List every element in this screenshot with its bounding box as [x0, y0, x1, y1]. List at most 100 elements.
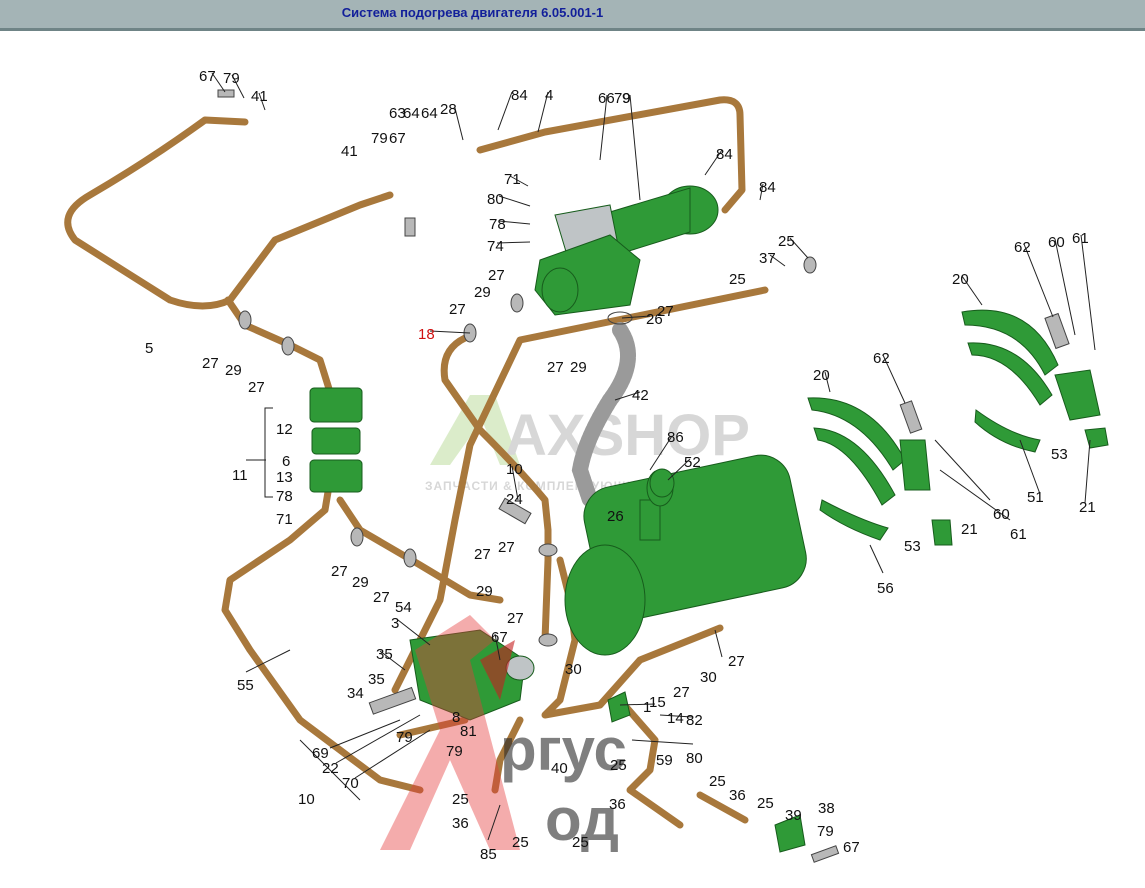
callout-label: 29	[225, 362, 242, 379]
leader-line	[487, 804, 501, 841]
clamp-20-right	[961, 309, 1109, 453]
callout-label: 37	[759, 250, 776, 267]
callout-label: 10	[506, 461, 523, 478]
callout-label: 27	[657, 303, 674, 320]
group-brackets	[264, 407, 361, 801]
leader-line	[759, 183, 764, 201]
diagram-canvas: AXSHOP ЗАПЧАСТИ & КОМПЛЕКТУЮЩИЕ	[0, 31, 1145, 884]
corrugated-hose-42	[571, 322, 636, 508]
callout-label: 67	[491, 629, 508, 646]
leader-line	[614, 391, 641, 401]
callout-label: 27	[331, 563, 348, 580]
hardware	[217, 89, 1070, 863]
callout-label: 18	[418, 326, 435, 343]
leader-line	[509, 175, 529, 187]
leader-line	[379, 650, 406, 671]
callout-label: 27	[449, 301, 466, 318]
callout-label: 11	[232, 467, 248, 484]
pipe-36	[696, 791, 749, 824]
parts-diagram: AXSHOP ЗАПЧАСТИ & КОМПЛЕКТУЮЩИЕ	[64, 68, 1109, 863]
callout-label: 20	[952, 271, 969, 288]
leader-line	[231, 74, 245, 99]
pipe-59	[616, 696, 684, 829]
callout-label: 60	[1048, 234, 1065, 251]
pipe-10-line	[396, 716, 469, 739]
callout-label: 27	[507, 610, 524, 627]
callout-label: 79	[614, 90, 631, 107]
callout-label: 1	[643, 699, 651, 716]
callout-label: 25	[610, 757, 627, 774]
title-bar: Система подогрева двигателя 6.05.001-1	[0, 0, 1145, 31]
window-title: Система подогрева двигателя 6.05.001-1	[341, 5, 604, 20]
callout-label: 30	[700, 669, 717, 686]
callout-label: 78	[489, 216, 506, 233]
leader-line	[498, 195, 531, 207]
filter-stack-11	[309, 387, 363, 493]
callout-label: 35	[368, 671, 385, 688]
callout-label: 54	[395, 599, 412, 616]
callout-label: 60	[993, 506, 1010, 523]
callout-label: 84	[511, 87, 528, 104]
callout-label: 70	[342, 775, 359, 792]
clamp-27a	[238, 310, 252, 330]
callout-label: 15	[649, 694, 666, 711]
leader-line	[619, 703, 656, 706]
callout-label: 25	[729, 271, 746, 288]
callout-label: 35	[376, 646, 393, 663]
callout-label: 71	[276, 511, 293, 528]
callout-label: 20	[813, 367, 830, 384]
leader-line	[704, 149, 723, 176]
callout-label: 13	[276, 469, 293, 486]
pipe-55	[221, 476, 424, 794]
callout-label: 25	[757, 795, 774, 812]
callout-label: 53	[1051, 446, 1068, 463]
callout-label: 56	[877, 580, 894, 597]
leader-line	[869, 544, 884, 574]
callout-label: 79	[371, 130, 388, 147]
leader-line	[939, 469, 1011, 521]
callout-label: 27	[248, 379, 265, 396]
bolt-34	[368, 686, 417, 715]
callout-label: 51	[1027, 489, 1044, 506]
callout-label: 42	[632, 387, 649, 404]
callout-label: 26	[646, 311, 663, 328]
leader-line	[1080, 234, 1096, 351]
leader-line	[511, 465, 519, 501]
bolt-24	[498, 497, 532, 525]
callout-label: 21	[961, 521, 978, 538]
clamp-26	[607, 311, 633, 325]
leader-line	[667, 458, 691, 481]
clamp-27f	[403, 548, 417, 568]
callout-label: 27	[673, 684, 690, 701]
callout-label: 66	[598, 90, 615, 107]
callout-label: 85	[480, 846, 497, 863]
callout-label: 67	[199, 68, 216, 85]
bracket-15	[607, 691, 806, 853]
callout-label: 25	[778, 233, 795, 250]
clamp-27g	[538, 543, 558, 557]
leader-line	[1023, 243, 1054, 318]
callout-label: 5	[145, 340, 153, 357]
callout-label: 3	[391, 615, 399, 632]
cap-52	[649, 468, 675, 498]
callout-label: 27	[474, 546, 491, 563]
callout-label: 80	[686, 750, 703, 767]
bolt-62-right	[1044, 312, 1070, 350]
callout-label: 79	[446, 743, 463, 760]
callout-label: 62	[873, 350, 890, 367]
callout-label: 10	[298, 791, 315, 808]
callout-label: 71	[504, 171, 521, 188]
callout-label: 36	[609, 796, 626, 813]
parts	[309, 185, 1109, 853]
leader-line	[498, 220, 531, 225]
callout-label: 69	[312, 745, 329, 762]
callout-label: 67	[843, 839, 860, 856]
callout-label: 34	[347, 685, 364, 702]
callout-label: 36	[729, 787, 746, 804]
callout-label: 6	[282, 453, 290, 470]
callout-label: 62	[1014, 239, 1031, 256]
leader-line	[1054, 238, 1076, 336]
bolt-67-bottom	[810, 845, 840, 863]
argus-logo-line1: ргус	[500, 716, 627, 783]
